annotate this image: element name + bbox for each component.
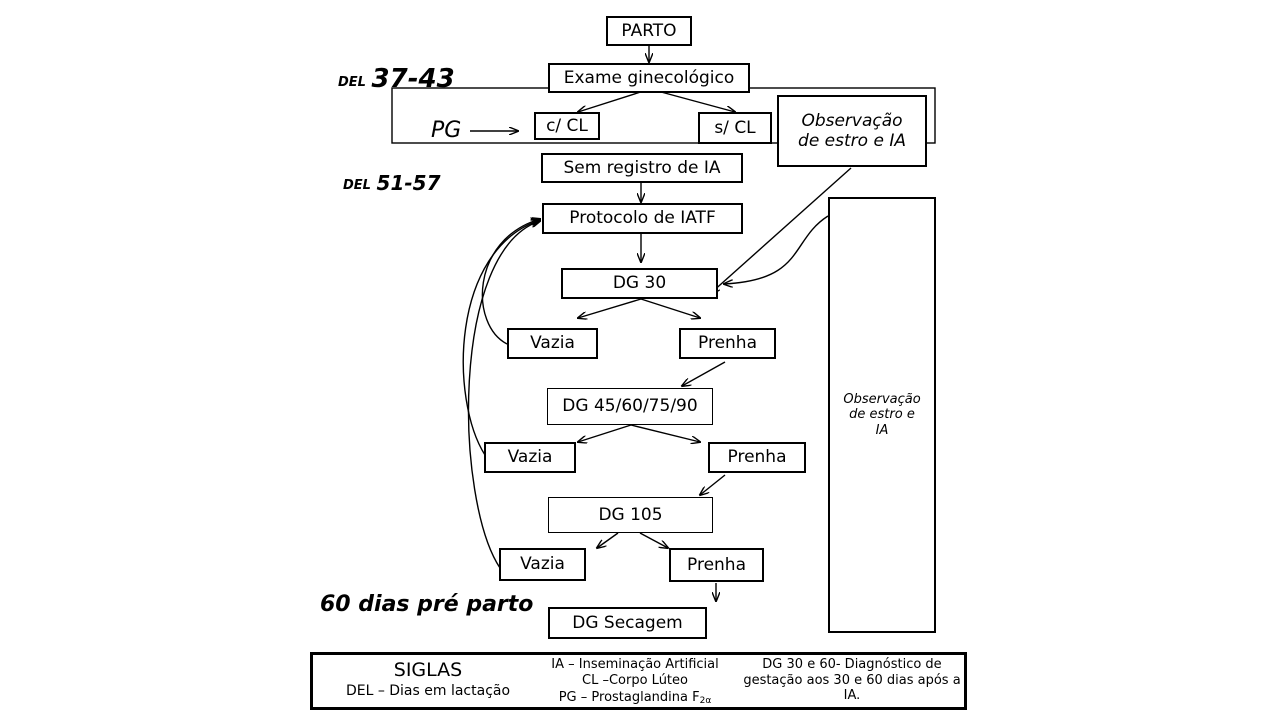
node-exame-ginecologico: Exame ginecológico — [548, 63, 750, 93]
arrow-dg105-vazia3 — [597, 532, 619, 548]
node-observacao-estro-side: Observação de estro e IA — [828, 197, 936, 633]
pg-label: PG — [431, 118, 462, 143]
loop-vazia2-protocolo — [462, 220, 540, 456]
node-vazia-3: Vazia — [499, 548, 586, 581]
node-com-cl: c/ CL — [534, 112, 600, 140]
node-prenha-3: Prenha — [669, 548, 764, 582]
arrow-dg30-vazia1 — [578, 298, 642, 318]
arrow-obs-dg30 — [711, 167, 852, 293]
legend-cl: CL –Corpo Lúteo — [582, 673, 688, 688]
node-prenha-2: Prenha — [708, 442, 806, 473]
legend-title: SIGLAS — [393, 659, 463, 681]
node-dg30: DG 30 — [561, 268, 718, 299]
node-dg105: DG 105 — [548, 497, 713, 533]
node-dg45-60-75-90: DG 45/60/75/90 — [547, 388, 713, 425]
arrow-dg30-prenha1 — [640, 298, 700, 318]
arrow-prenha1-dg45 — [682, 361, 726, 386]
arrow-dg105-prenha3 — [639, 532, 668, 548]
pre-parto-label: 60 dias pré parto — [320, 592, 534, 617]
legend-ia: IA – Inseminação Artificial — [551, 657, 719, 672]
legend-box: SIGLAS DEL – Dias em lactação IA – Insem… — [310, 652, 967, 710]
node-dg-secagem: DG Secagem — [548, 607, 707, 639]
legend-dg: DG 30 e 60- Diagnóstico de gestação aos … — [743, 657, 961, 704]
node-sem-registro-ia: Sem registro de IA — [541, 153, 743, 183]
node-sem-cl: s/ CL — [698, 112, 772, 144]
node-vazia-1: Vazia — [507, 328, 598, 359]
node-protocolo-iatf: Protocolo de IATF — [542, 203, 743, 234]
node-prenha-1: Prenha — [679, 328, 776, 359]
legend-pg-text: PG – Prostaglandina F — [558, 690, 700, 705]
legend-del: DEL – Dias em lactação — [345, 683, 511, 699]
node-observacao-estro-top: Observação de estro e IA — [777, 95, 927, 167]
legend-pg: PG – Prostaglandina F2α — [535, 690, 735, 707]
loop-vazia3-protocolo — [467, 221, 540, 569]
node-vazia-2: Vazia — [484, 442, 576, 473]
del-label-2: DEL 51-57 — [343, 171, 441, 195]
arrow-dg45-prenha2 — [630, 424, 700, 442]
del-label-1: DEL 37-43 — [338, 64, 455, 94]
arrow-side-dg30 — [724, 215, 829, 284]
legend-pg-subscript: 2α — [699, 696, 712, 706]
node-parto: PARTO — [606, 16, 692, 46]
loop-vazia1-protocolo — [481, 219, 540, 345]
arrow-dg45-vazia2 — [578, 424, 632, 442]
arrow-prenha2-dg105 — [700, 474, 726, 495]
